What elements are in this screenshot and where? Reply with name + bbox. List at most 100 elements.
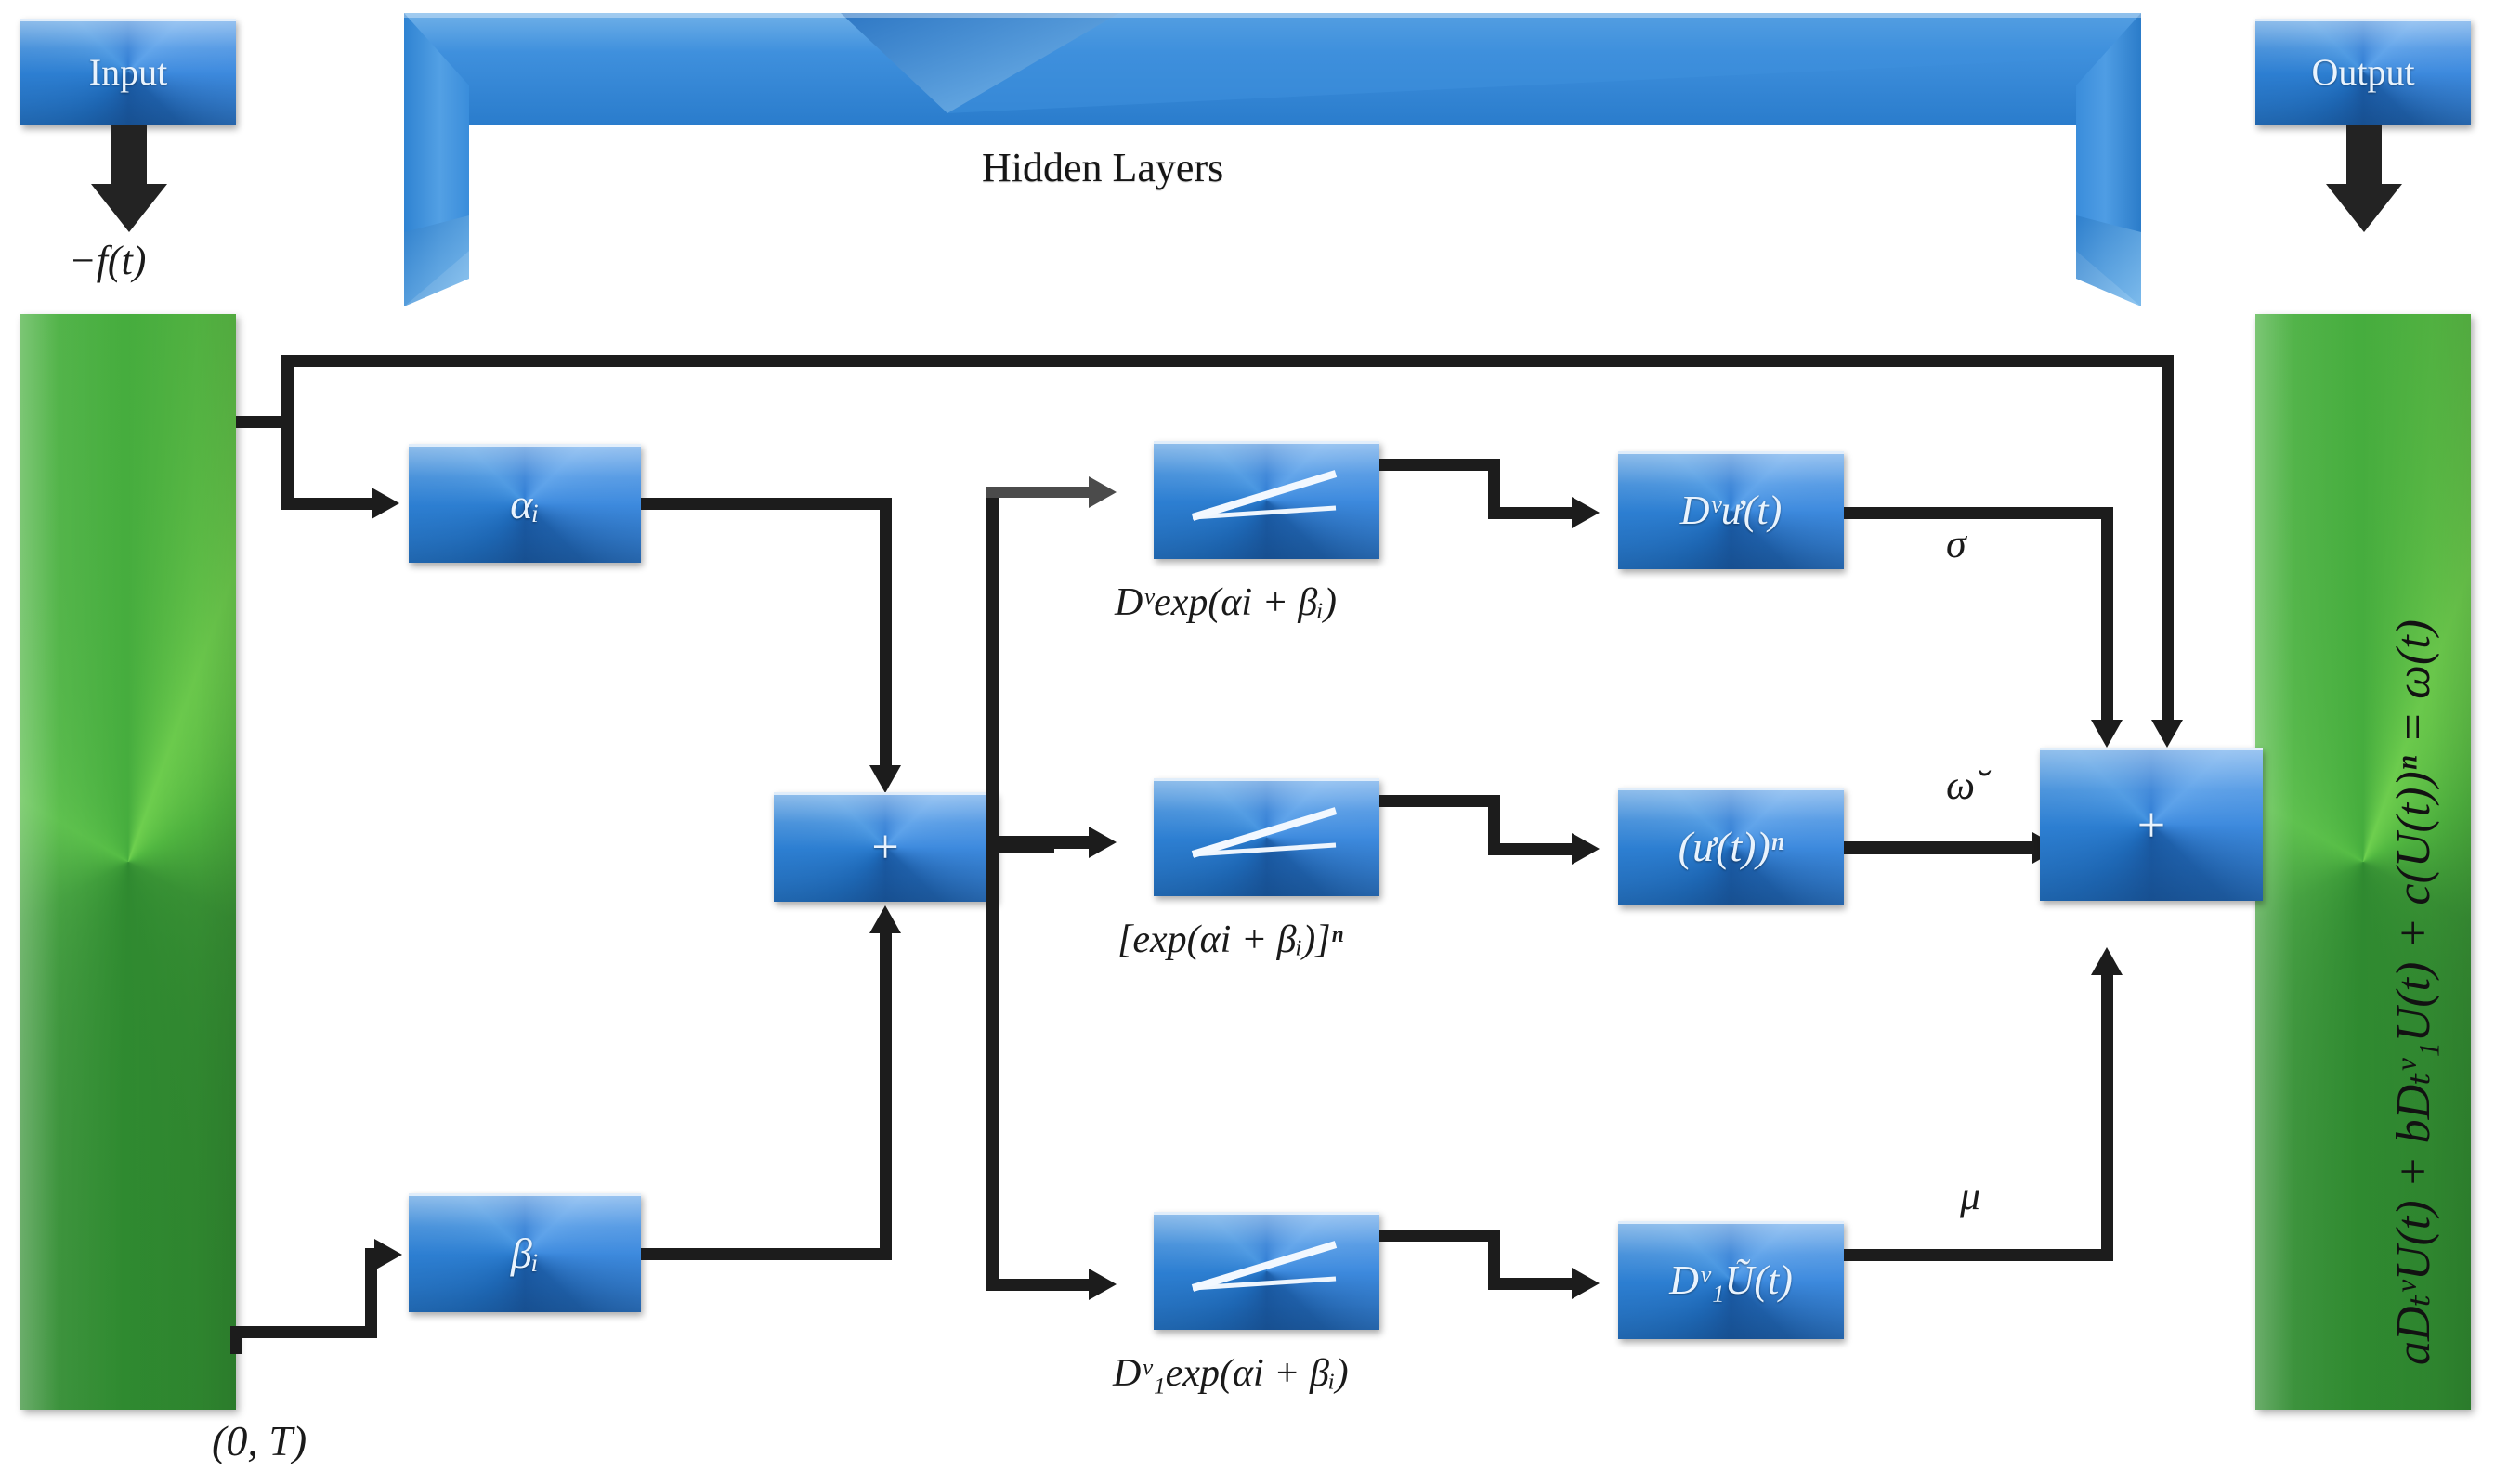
row-mu-link-arrow-head — [1572, 1268, 1600, 1299]
beta-out-line — [641, 1248, 892, 1260]
inner-sum-box[interactable]: + — [774, 792, 997, 902]
row-sigma-out-arrow-head — [2091, 720, 2123, 748]
row-sigma-activation-gloss — [1154, 441, 1379, 559]
alpha-box-face — [409, 444, 641, 563]
output-down-arrow — [2326, 125, 2402, 232]
output-box-gloss — [2255, 19, 2471, 125]
beta-box-top-edge — [409, 1193, 641, 1196]
alpha-box-label: αᵢ — [510, 479, 540, 527]
output-arrow-shaft — [2346, 125, 2382, 187]
row-mu-activation-caption: Dᵛ₁exp(αi + βᵢ) — [1113, 1352, 1349, 1395]
row-mu-activation-face — [1154, 1212, 1379, 1330]
row-sigma-link-line2 — [1488, 507, 1579, 519]
row-sigma-link-arrow-head — [1572, 497, 1600, 528]
row-mu-edge-label: μ — [1960, 1173, 1981, 1218]
input-down-arrow — [91, 125, 167, 232]
row-sigma-out-line — [1844, 507, 2113, 519]
output-box-face — [2255, 19, 2471, 125]
row3-feed-line — [986, 1279, 1098, 1291]
row-mu-result-face — [1618, 1221, 1844, 1339]
feedback-riser-line — [281, 355, 294, 428]
output-sum-box-top-edge — [2040, 748, 2263, 750]
row-omega-breve-activation-face — [1154, 778, 1379, 896]
row-omega-breve-edge-label: ω̆ — [1946, 762, 1976, 808]
input-box-label: Input — [88, 51, 168, 93]
row-sigma-activation-box[interactable] — [1154, 441, 1379, 559]
beta-input-arrow-head — [374, 1239, 402, 1270]
feedback-descent-line — [2162, 355, 2174, 725]
row-mu-out-line — [1844, 1249, 2113, 1261]
row1-feed-line — [986, 487, 1093, 498]
row-omega-breve-link-descent — [1488, 795, 1500, 854]
output-sum-box-gloss — [2040, 748, 2263, 901]
row-sigma-edge-label: σ — [1946, 521, 1966, 566]
row-mu-result-top-edge — [1618, 1221, 1844, 1224]
inner-sum-box-label: + — [871, 820, 899, 874]
row-omega-breve-link-line — [1379, 795, 1500, 807]
output-box-top-edge — [2255, 19, 2471, 21]
input-arrow-head — [91, 184, 167, 232]
inner-sum-box-gloss — [774, 792, 997, 902]
row-mu-activation-top-edge — [1154, 1212, 1379, 1215]
alpha-input-arrow-head — [372, 488, 399, 519]
row-mu-result-box[interactable]: Dᵛ₁Ũ(t) — [1618, 1221, 1844, 1339]
row-mu-activation-box[interactable] — [1154, 1212, 1379, 1330]
row-omega-breve-activation-top-edge — [1154, 778, 1379, 781]
hidden-layers-label: Hidden Layers — [982, 145, 1224, 190]
output-equation-text: aDₜᵛU(t) + bDₜᵛ₁U(t) + c(U(t))ⁿ = ω(t) — [2387, 619, 2440, 1365]
input-box-top-edge — [20, 19, 236, 21]
hidden-layers-ribbon: Hidden Layers — [404, 0, 2141, 306]
alpha-box[interactable]: αᵢ — [409, 444, 641, 563]
row-mu-result-label: Dᵛ₁Ũ(t) — [1669, 1257, 1793, 1303]
row-sigma-link-descent — [1488, 459, 1500, 518]
row-omega-breve-link-line2 — [1488, 843, 1579, 855]
row-omega-breve-result-top-edge — [1618, 788, 1844, 790]
row-mu-out-riser — [2101, 970, 2113, 1261]
row-omega-breve-result-label: (ư(t))ⁿ — [1678, 823, 1784, 870]
distribution-bus-line — [986, 487, 999, 1291]
beta-box-gloss — [409, 1193, 641, 1312]
input-box-face — [20, 19, 236, 125]
output-equation-bar-gloss — [2255, 314, 2471, 1410]
input-edge-label: −f(t) — [69, 238, 147, 283]
row-omega-breve-result-box[interactable]: (ư(t))ⁿ — [1618, 788, 1844, 905]
row-sigma-activation-face — [1154, 441, 1379, 559]
output-box[interactable]: Output — [2255, 19, 2471, 125]
row-sigma-result-label: Dᵛư(t) — [1679, 488, 1783, 533]
input-arrow-shaft — [111, 125, 147, 187]
alpha-to-sum-arrow-head — [869, 765, 901, 793]
feedback-stub-line — [236, 416, 294, 428]
output-arrow-head — [2326, 184, 2402, 232]
row-sigma-activation-caption: Dᵛexp(αi + βᵢ) — [1115, 581, 1337, 624]
row-mu-result-gloss — [1618, 1221, 1844, 1339]
row-mu-activation-gloss — [1154, 1212, 1379, 1330]
inner-sum-box-face — [774, 792, 997, 902]
activation-curve-icon — [1191, 807, 1338, 858]
row-sigma-activation-top-edge — [1154, 441, 1379, 444]
beta-branch-line — [230, 1326, 377, 1338]
row1-feed-arrow-head — [1089, 476, 1117, 508]
output-sum-box-label: + — [2136, 796, 2166, 853]
row-sigma-result-box[interactable]: Dᵛư(t) — [1618, 451, 1844, 569]
row-omega-breve-activation-caption: [exp(αi + βᵢ)]ⁿ — [1117, 918, 1343, 961]
feedback-arrow-head — [2151, 720, 2183, 748]
row-omega-breve-result-gloss — [1618, 788, 1844, 905]
input-domain-label: (0, T) — [212, 1417, 307, 1464]
beta-box[interactable]: βᵢ — [409, 1193, 641, 1312]
row-omega-breve-result-face — [1618, 788, 1844, 905]
alpha-branch-riser — [281, 416, 294, 509]
output-sum-box-face — [2040, 748, 2263, 901]
row3-feed-arrow-head — [1089, 1269, 1117, 1300]
output-equation-bar — [2255, 314, 2471, 1410]
row-omega-breve-activation-gloss — [1154, 778, 1379, 896]
feedback-rail-line — [281, 355, 2174, 367]
output-sum-box[interactable]: + — [2040, 748, 2263, 901]
row-mu-link-descent — [1488, 1230, 1500, 1289]
row-sigma-out-descent — [2101, 507, 2113, 725]
beta-to-sum-arrow-head — [869, 905, 901, 933]
beta-box-label: βᵢ — [510, 1229, 540, 1277]
hidden-layers-ribbon-shape — [404, 13, 2141, 306]
row-omega-breve-activation-box[interactable] — [1154, 778, 1379, 896]
input-box[interactable]: Input — [20, 19, 236, 125]
row-omega-breve-out-line — [1844, 841, 2039, 854]
